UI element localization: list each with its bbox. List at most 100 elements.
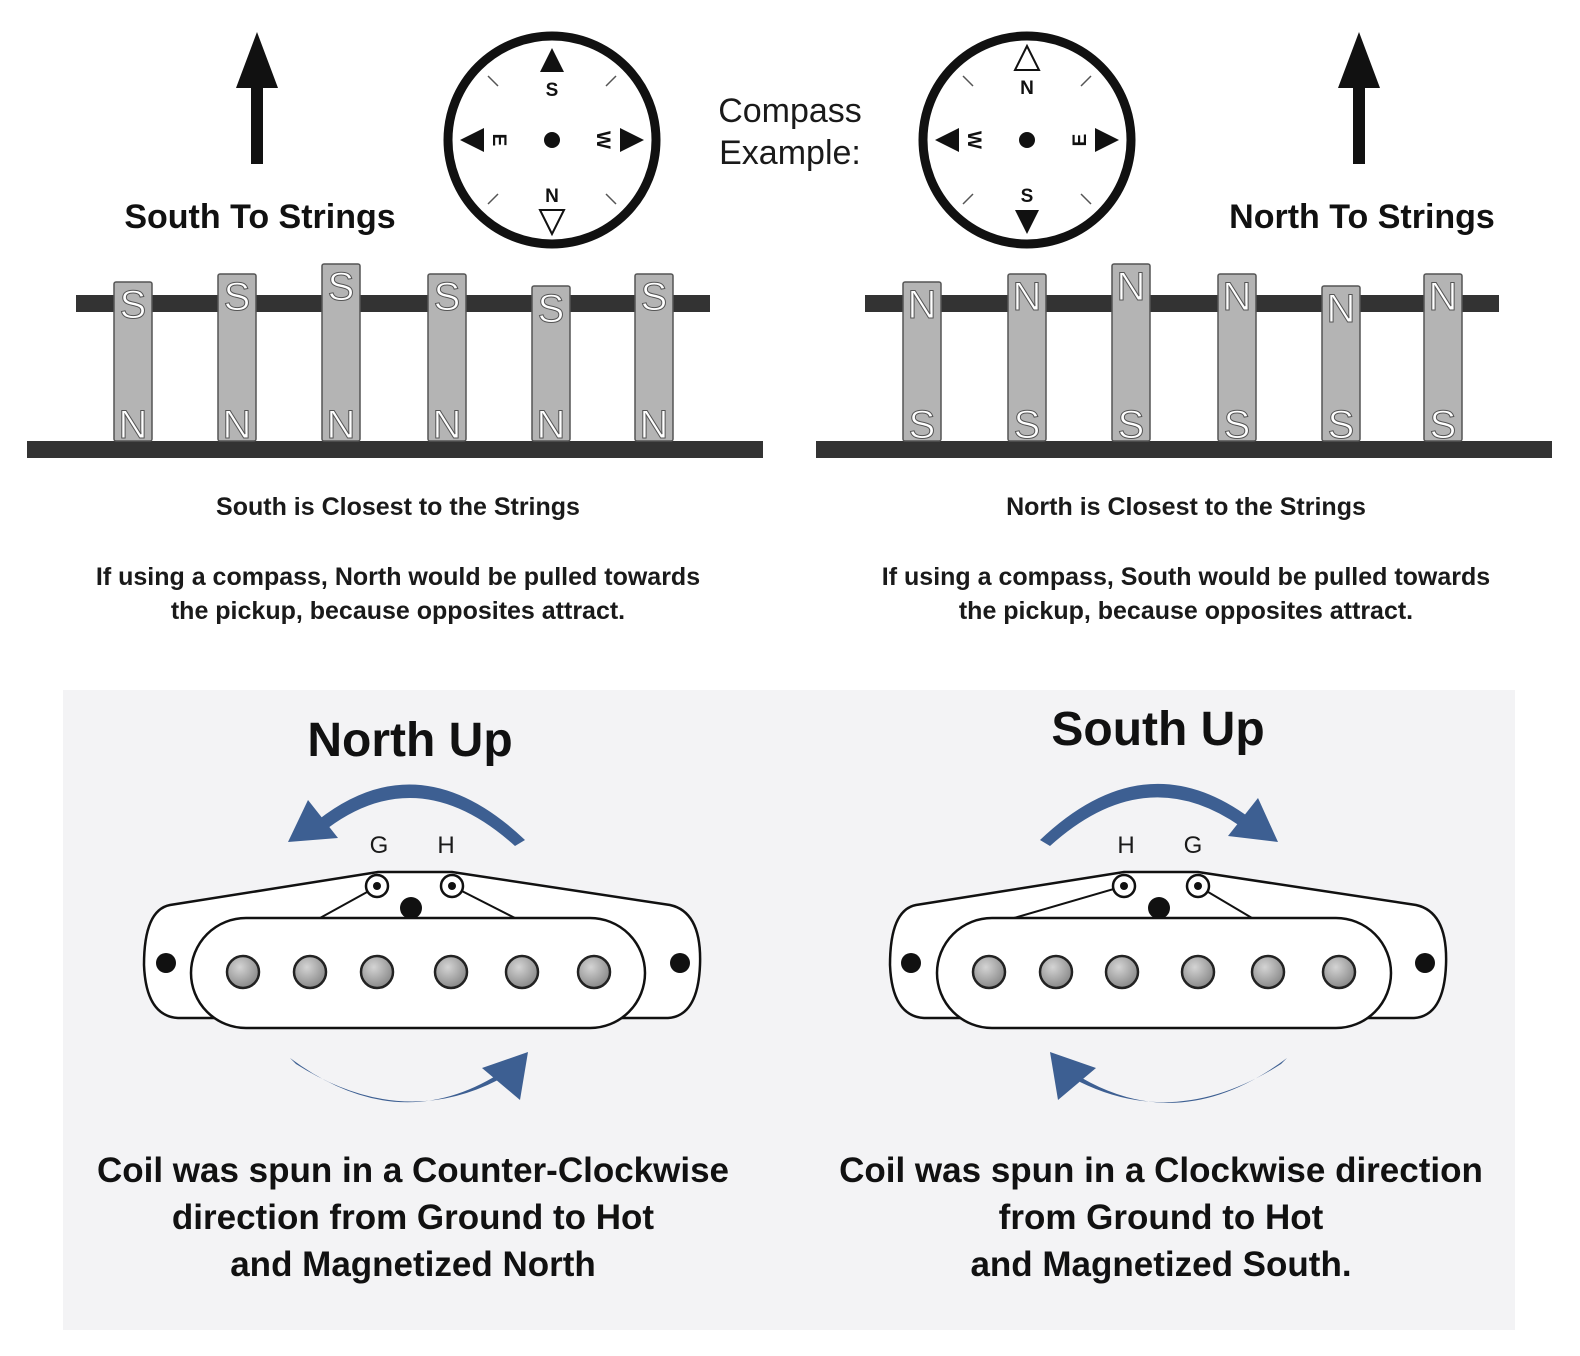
pole-piece [576,954,612,990]
north-up-title: North Up [307,714,512,767]
arrowhead-top-left [288,800,338,842]
pole-piece [504,954,540,990]
pole-piece [1104,954,1140,990]
magnet-rod: SN [427,273,467,448]
magnet-top-letter: N [1429,275,1458,319]
pole-piece [433,954,469,990]
pickup-cover [189,916,647,1030]
tab-left-label: H [1117,832,1134,859]
north-up-diagram: North Up G H [142,714,702,1103]
magnet-bottom-letter: N [433,403,462,447]
magnet-rod: SN [113,281,153,448]
arrow-clockwise-top [1040,783,1250,846]
caption-line-1: Coil was spun in a Counter-Clockwise [96,1151,730,1190]
pole-piece [1250,954,1286,990]
pole-piece [1321,954,1357,990]
magnet-rod: NS [1423,273,1463,448]
magnet-top-letter: N [1223,275,1252,319]
magnet-top-letter: N [1013,275,1042,319]
pole-piece [1180,954,1216,990]
magnet-rod: NS [1007,273,1047,448]
pole-piece [292,954,328,990]
caption-line-1: If using a compass, South would be pulle… [881,563,1491,591]
caption-line-2: direction from Ground to Hot [171,1198,655,1237]
string-bar-right [865,295,1499,312]
pole-piece [1038,954,1074,990]
pickup-cover [935,916,1393,1030]
magnet-rod: NS [902,281,942,448]
caption-line-3: and Magnetized North [230,1245,596,1284]
mount-hole-right [1415,953,1435,973]
pole-pieces-right [971,954,1357,990]
base-bar-left [27,441,763,458]
magnet-bottom-letter: S [1224,403,1251,447]
magnet-bottom-letter: N [640,403,669,447]
compass-left-top-letter: S [546,80,559,101]
caption-line-3: and Magnetized South. [970,1245,1352,1284]
magnet-bottom-letter: S [1118,403,1145,447]
caption-line-2: from Ground to Hot [998,1198,1324,1237]
compass-right-left-letter: W [963,131,984,149]
arrow-counter-clockwise-top [318,784,525,846]
magnet-top-letter: S [120,283,147,327]
magnet-rod: SN [217,273,257,448]
magnet-rod: NS [1217,273,1257,448]
compass-right-bottom-letter: S [1021,186,1034,207]
compass-arrow-down [1015,210,1039,234]
magnet-top-letter: S [224,275,251,319]
tab-left-label: G [370,832,389,859]
mount-hole-right [670,953,690,973]
tab-right-label: H [437,832,454,859]
pole-piece [971,954,1007,990]
base-bar-right [816,441,1552,458]
magnet-top-letter: S [434,275,461,319]
up-arrow-left [236,32,278,164]
magnet-bottom-letter: S [909,403,936,447]
tab-right-label: G [1184,832,1203,859]
pole-pieces-left [225,954,612,990]
south-up-title: South Up [1051,703,1264,756]
compass-arrow-right [620,128,644,152]
string-bar-left [76,295,710,312]
compass-left-left-letter: E [488,134,509,147]
caption-north-up: Coil was spun in a Counter-Clockwise dir… [63,1147,763,1288]
magnet-bottom-letter: N [537,403,566,447]
compass-left: S N E W [443,31,661,249]
compass-arrow-up [540,48,564,72]
pole-piece [225,954,261,990]
compass-example-line2: Example: [719,134,861,172]
compass-arrow-right [1095,128,1119,152]
magnet-rod: SN [634,273,674,448]
compass-arrow-up-outline [1013,43,1041,71]
compass-example-line1: Compass [718,92,862,130]
compass-arrow-left [935,128,959,152]
magnet-top-letter: S [538,287,565,331]
compass-left-bottom-letter: N [545,186,559,207]
heading-north-to-strings: North To Strings [1229,198,1495,236]
arrowhead-bottom-left [1050,1052,1096,1100]
compass-arrow-down-outline [538,209,566,237]
magnet-bottom-letter: N [119,403,148,447]
magnet-rod: NS [1321,285,1361,448]
arrowhead-top-right [1228,798,1278,842]
magnet-top-letter: N [908,283,937,327]
heading-south-to-strings: South To Strings [124,198,395,236]
caption-line-2: the pickup, because opposites attract. [958,597,1414,625]
magnet-bottom-letter: S [1430,403,1457,447]
magnet-rod: SN [321,263,361,448]
mount-hole-left [901,953,921,973]
magnet-rod: NS [1111,263,1151,448]
caption-south-closest: South is Closest to the Strings If using… [40,490,756,628]
magnet-bottom-letter: S [1014,403,1041,447]
caption-line-1: Coil was spun in a Clockwise direction [839,1151,1483,1190]
center-dot [400,897,422,919]
arrowhead-bottom-right [482,1052,528,1100]
up-arrow-right [1338,32,1380,164]
caption-title: North is Closest to the Strings [1006,493,1366,521]
center-dot [1148,897,1170,919]
caption-line-2: the pickup, because opposites attract. [170,597,626,625]
